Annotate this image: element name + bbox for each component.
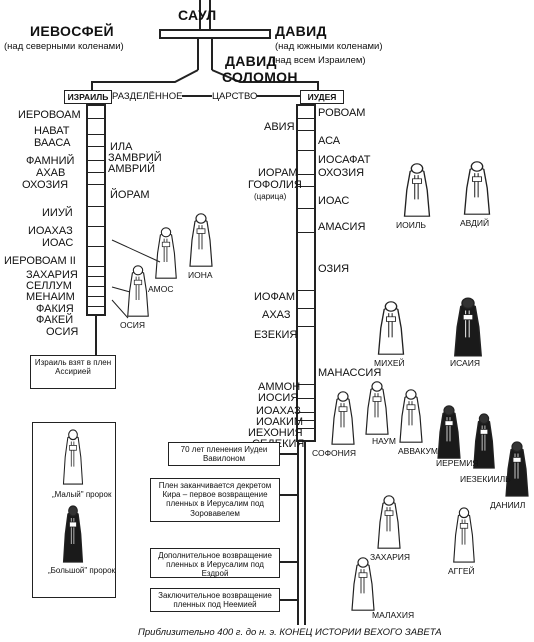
judah-king: ИОАКИМ	[256, 416, 304, 428]
israel-king: ФАКЕЙ	[36, 314, 74, 326]
judah-king: АМАСИЯ	[318, 221, 366, 233]
israel-king: СЕЛЛУМ	[26, 280, 72, 292]
israel-captivity-box: Израиль взят в плен Ассирией	[30, 355, 116, 389]
israel-king: ОХОЗИЯ	[22, 179, 69, 191]
prophet-legend	[32, 422, 116, 598]
judah-king-note: (царица)	[254, 192, 287, 201]
exile-box-70-years: 70 лет пленения Иудеи Вавилоном	[168, 442, 280, 466]
david-south-sub: (над южными коленами)	[275, 41, 383, 52]
prophet-label-aggey: АГГЕЙ	[448, 566, 475, 576]
israel-king: ИЕРОВОАМ II	[4, 255, 76, 267]
judah-king: ИОАХАЗ	[256, 405, 301, 417]
prophet-label-mikhey: МИХЕЙ	[374, 358, 405, 368]
israel-king: ФАКИЯ	[36, 303, 74, 315]
prophet-label-iezekiil: ИЕЗЕКИИЛЬ	[460, 474, 511, 484]
prophet-label-amos: АМОС	[148, 284, 174, 294]
judah-king: ИОФАМ	[254, 291, 296, 303]
legend-minor-label: „Малый" пророк	[52, 490, 112, 499]
israel-king: ЗАХАРИЯ	[26, 269, 78, 281]
ishbosheth-label: ИЕВОСФЕЙ	[30, 23, 114, 39]
israel-king: ИЕРОВОАМ	[18, 109, 81, 121]
judah-king: ЕЗЕКИЯ	[254, 329, 298, 341]
judah-king: АВИЯ	[264, 121, 295, 133]
prophet-label-isaiya: ИСАИЯ	[450, 358, 480, 368]
exile-box-nehemiah: Заключительное возвращение пленных под Н…	[150, 588, 280, 612]
prophet-figure-ioil	[403, 163, 431, 217]
ishbosheth-sub: (над северными коленами)	[4, 41, 124, 52]
israel-king: ИЛА	[110, 141, 133, 153]
prophet-figure-naum-1	[365, 381, 389, 435]
prophet-label-osiya: ОСИЯ	[120, 320, 145, 330]
prophet-figure-avdiy	[463, 161, 491, 215]
prophet-figure-malakhiya	[351, 557, 375, 611]
judah-king: АСА	[318, 135, 341, 147]
judah-king: МАНАССИЯ	[318, 367, 382, 379]
prophet-figure-zakhariya	[377, 495, 401, 549]
footer-caption: Приблизительно 400 г. до н. э. КОНЕЦ ИСТ…	[138, 627, 442, 638]
prophet-label-iona: ИОНА	[188, 270, 213, 280]
prophet-figure-legend-major	[62, 505, 84, 563]
divided-label-right: ЦАРСТВО	[212, 91, 258, 102]
saul-label: САУЛ	[178, 7, 217, 23]
judah-king: ОЗИЯ	[318, 263, 350, 275]
david-all-sub: (над всем Израилем)	[272, 55, 366, 66]
israel-king: МЕНАИМ	[26, 291, 75, 303]
israel-king: ЙОРАМ	[110, 189, 150, 201]
judah-king: ИОРАМ	[258, 167, 298, 179]
israel-king: ИОАС	[42, 237, 74, 249]
judah-king: ИОСИЯ	[258, 392, 299, 404]
prophet-figure-iona	[189, 213, 213, 267]
israel-king: ЗАМВРИЙ	[108, 152, 162, 164]
legend-major-label: „Большой" пророк	[48, 566, 116, 575]
prophet-figure-avvakum	[399, 389, 423, 443]
israel-king: ИОАХАЗ	[28, 225, 73, 237]
prophet-figure-osiya	[127, 265, 149, 317]
israel-header: ИЗРАИЛЬ	[64, 90, 112, 104]
israel-king: ФАМНИЙ	[26, 155, 75, 167]
judah-king: ИЕХОНИЯ	[248, 427, 303, 439]
israel-king: ВААСА	[34, 137, 71, 149]
prophet-label-ioil: ИОИЛЬ	[396, 220, 426, 230]
judah-king: ИОСАФАТ	[318, 154, 371, 166]
prophet-figure-isaiya	[454, 297, 482, 357]
judah-timeline-pillar	[296, 104, 316, 442]
prophet-label-avdiy: АВДИЙ	[460, 218, 490, 228]
exile-box-ezra: Дополнительное возвращение пленных в Иер…	[150, 548, 280, 578]
judah-king: ОХОЗИЯ	[318, 167, 365, 179]
israel-timeline-pillar	[86, 104, 106, 316]
solomon-label: СОЛОМОН	[222, 69, 298, 85]
prophet-label-ieremiya: ИЕРЕМИЯ	[436, 458, 479, 468]
prophet-figure-ieremiya	[437, 405, 461, 459]
judah-king: РОВОАМ	[318, 107, 366, 119]
prophet-label-avvakum: АВВАКУМ	[398, 446, 438, 456]
israel-king: ОСИЯ	[46, 326, 79, 338]
prophet-label-zakhariya: ЗАХАРИЯ	[370, 552, 411, 562]
prophet-figure-mikhey	[377, 301, 405, 355]
judah-king: ГОФОЛИЯ	[248, 179, 302, 191]
prophet-figure-aggey	[453, 507, 475, 563]
prophet-figure-legend-minor	[62, 429, 84, 485]
prophet-figure-sofoniya	[331, 391, 355, 445]
prophet-label-malakhiya: МАЛАХИЯ	[372, 610, 415, 620]
divided-label-left: РАЗДЕЛЁННОЕ	[112, 91, 183, 102]
prophet-label-sofoniya: СОФОНИЯ	[312, 448, 357, 458]
israel-king: АМВРИЙ	[108, 163, 155, 175]
judah-king: ИОАС	[318, 195, 350, 207]
david-all-label: ДАВИД	[225, 53, 277, 69]
exile-box-cyrus-decree: Плен заканчивается декретом Кира – перво…	[150, 478, 280, 522]
israel-king: АХАВ	[36, 167, 66, 179]
judah-header: ИУДЕЯ	[300, 90, 344, 104]
israel-king: ИИУЙ	[42, 207, 73, 219]
prophet-label-daniil: ДАНИИЛ	[490, 500, 526, 510]
prophet-figure-amos-1	[155, 227, 177, 279]
prophet-figure-iezekiil	[473, 413, 495, 469]
israel-king: НАВАТ	[34, 125, 70, 137]
judah-king: АХАЗ	[262, 309, 291, 321]
prophet-figure-daniil	[505, 441, 529, 497]
judah-king: АММОН	[258, 381, 301, 393]
david-south-label: ДАВИД	[275, 23, 327, 39]
prophet-label-naum: НАУМ	[372, 436, 396, 446]
